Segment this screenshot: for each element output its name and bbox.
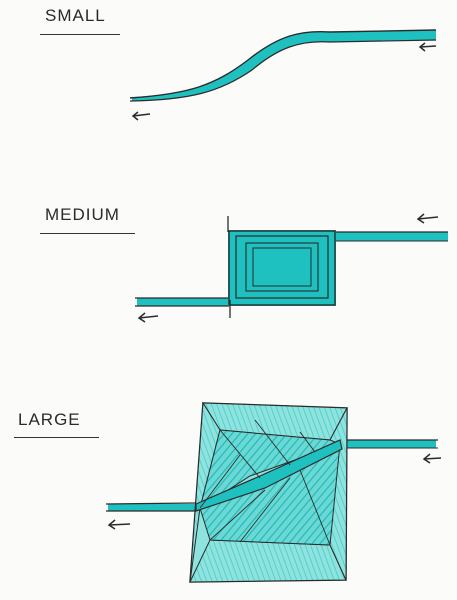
large-inlet-pipe bbox=[340, 440, 436, 448]
large-facet-bottom bbox=[190, 540, 346, 582]
small-diagram bbox=[130, 30, 436, 120]
left-arrow-icon bbox=[424, 454, 441, 463]
small-band-bottom-edge bbox=[130, 40, 436, 101]
left-arrow-icon bbox=[420, 43, 436, 51]
left-arrow-icon bbox=[109, 520, 130, 529]
medium-outlet-pipe bbox=[137, 298, 229, 306]
large-diagram bbox=[106, 403, 441, 582]
medium-diagram bbox=[135, 214, 448, 322]
medium-chamber bbox=[228, 230, 336, 306]
left-arrow-icon bbox=[139, 313, 158, 322]
large-outlet-pipe bbox=[108, 504, 196, 511]
left-arrow-icon bbox=[133, 112, 150, 120]
left-arrow-icon bbox=[418, 214, 438, 223]
medium-inlet-pipe bbox=[336, 232, 448, 241]
